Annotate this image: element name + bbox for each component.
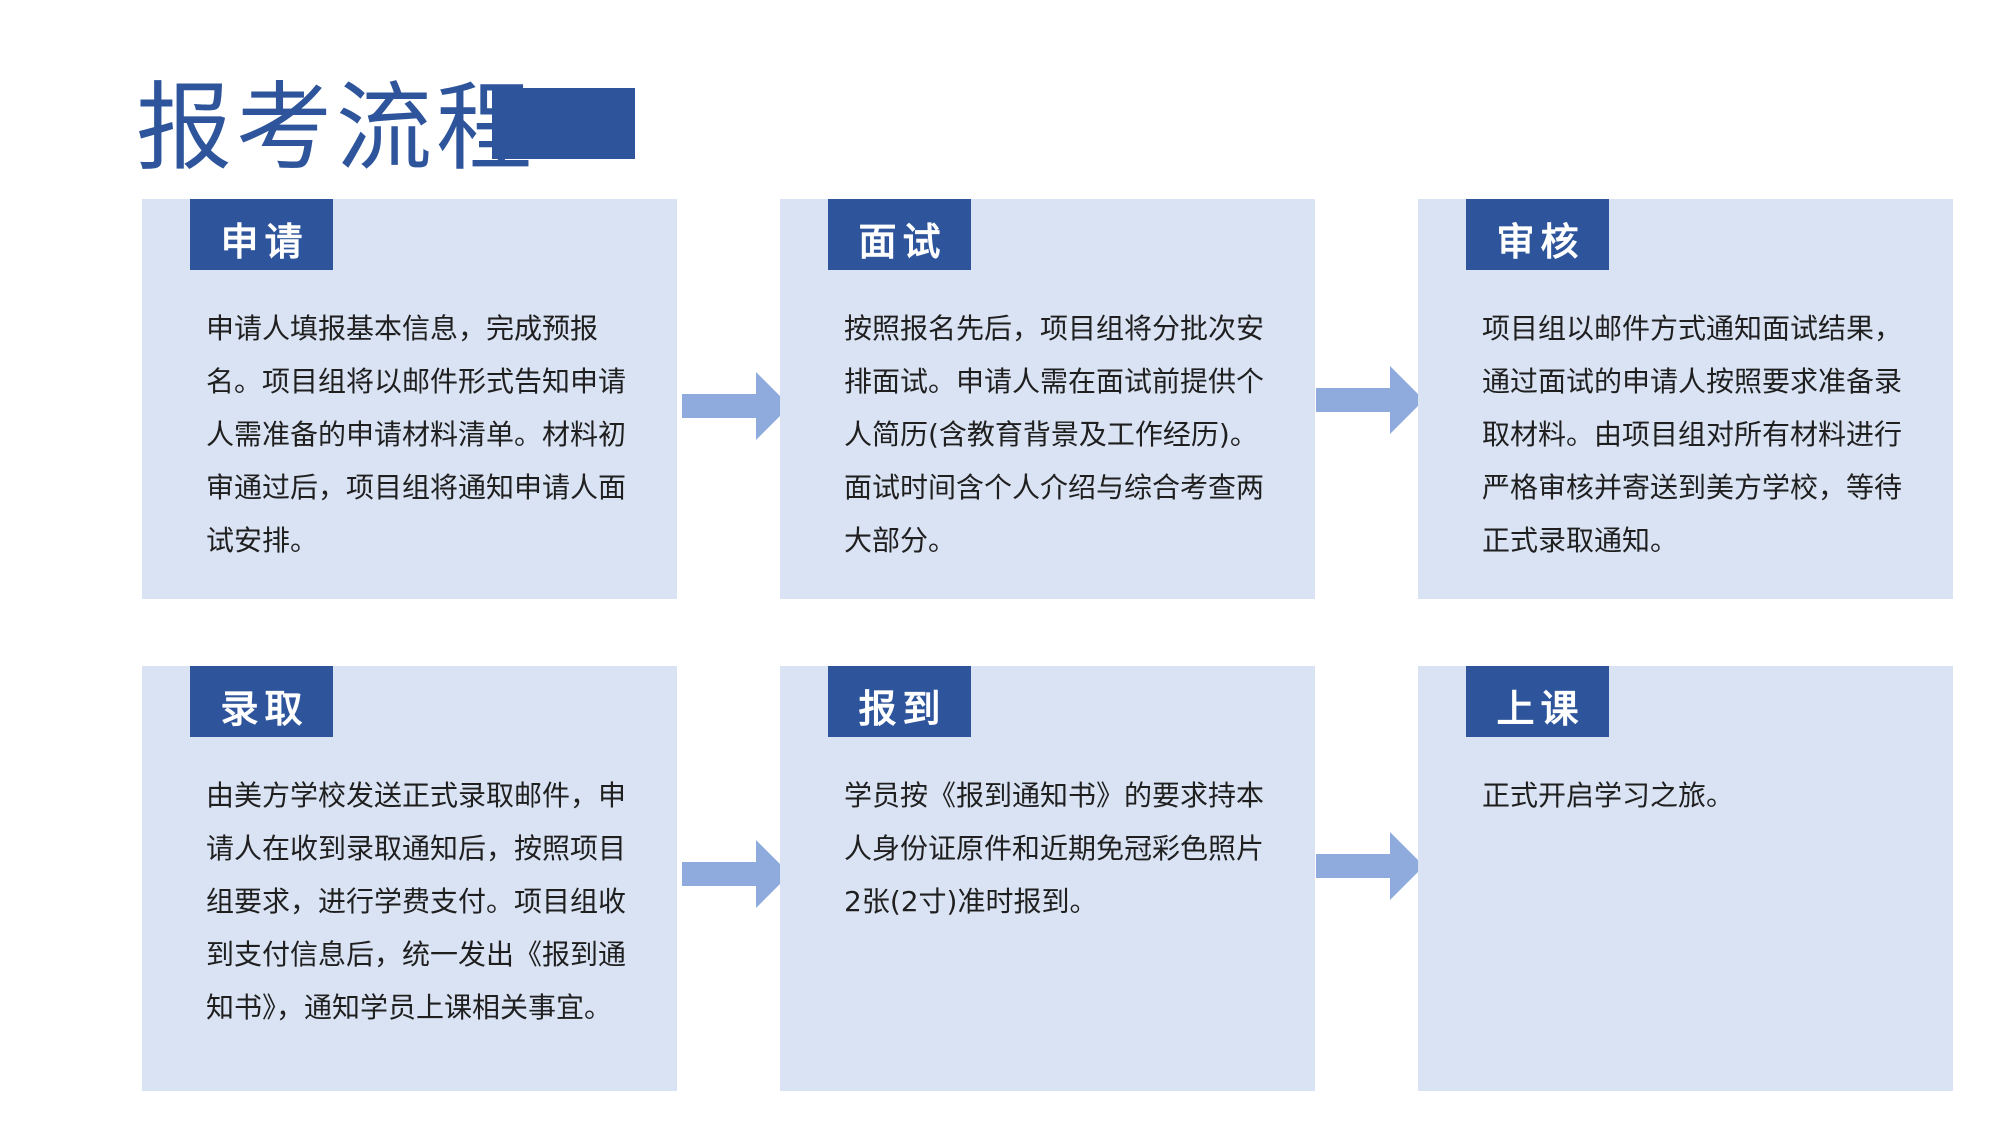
step-card-registration: 报到 学员按《报到通知书》的要求持本人身份证原件和近期免冠彩色照片2张(2寸)准… <box>780 666 1315 1091</box>
step-card-interview: 面试 按照报名先后，项目组将分批次安排面试。申请人需在面试前提供个人简历(含教育… <box>780 199 1315 599</box>
arrow-right-icon <box>682 840 790 908</box>
step-label-apply: 申请 <box>190 199 333 270</box>
step-card-classes: 上课 正式开启学习之旅。 <box>1418 666 1953 1091</box>
arrow-right-icon <box>682 372 790 440</box>
step-card-apply: 申请 申请人填报基本信息，完成预报名。项目组将以邮件形式告知申请人需准备的申请材… <box>142 199 677 599</box>
step-text-interview: 按照报名先后，项目组将分批次安排面试。申请人需在面试前提供个人简历(含教育背景及… <box>844 312 1265 557</box>
step-text-registration: 学员按《报到通知书》的要求持本人身份证原件和近期免冠彩色照片2张(2寸)准时报到… <box>844 779 1265 918</box>
page-title: 报考流程 <box>136 72 536 184</box>
arrow-right-icon <box>1316 366 1424 434</box>
step-label-review: 审核 <box>1466 199 1609 270</box>
step-label-interview: 面试 <box>828 199 971 270</box>
step-text-classes: 正式开启学习之旅。 <box>1482 779 1735 812</box>
step-label-registration: 报到 <box>828 666 971 737</box>
title-accent-bar <box>492 88 635 159</box>
step-card-admission: 录取 由美方学校发送正式录取邮件，申请人在收到录取通知后，按照项目组要求，进行学… <box>142 666 677 1091</box>
step-label-admission: 录取 <box>190 666 333 737</box>
step-card-review: 审核 项目组以邮件方式通知面试结果，通过面试的申请人按照要求准备录取材料。由项目… <box>1418 199 1953 599</box>
step-label-classes: 上课 <box>1466 666 1609 737</box>
step-text-admission: 由美方学校发送正式录取邮件，申请人在收到录取通知后，按照项目组要求，进行学费支付… <box>206 779 627 1024</box>
arrow-right-icon <box>1316 832 1424 900</box>
step-text-review: 项目组以邮件方式通知面试结果，通过面试的申请人按照要求准备录取材料。由项目组对所… <box>1482 312 1903 557</box>
step-text-apply: 申请人填报基本信息，完成预报名。项目组将以邮件形式告知申请人需准备的申请材料清单… <box>206 312 627 557</box>
